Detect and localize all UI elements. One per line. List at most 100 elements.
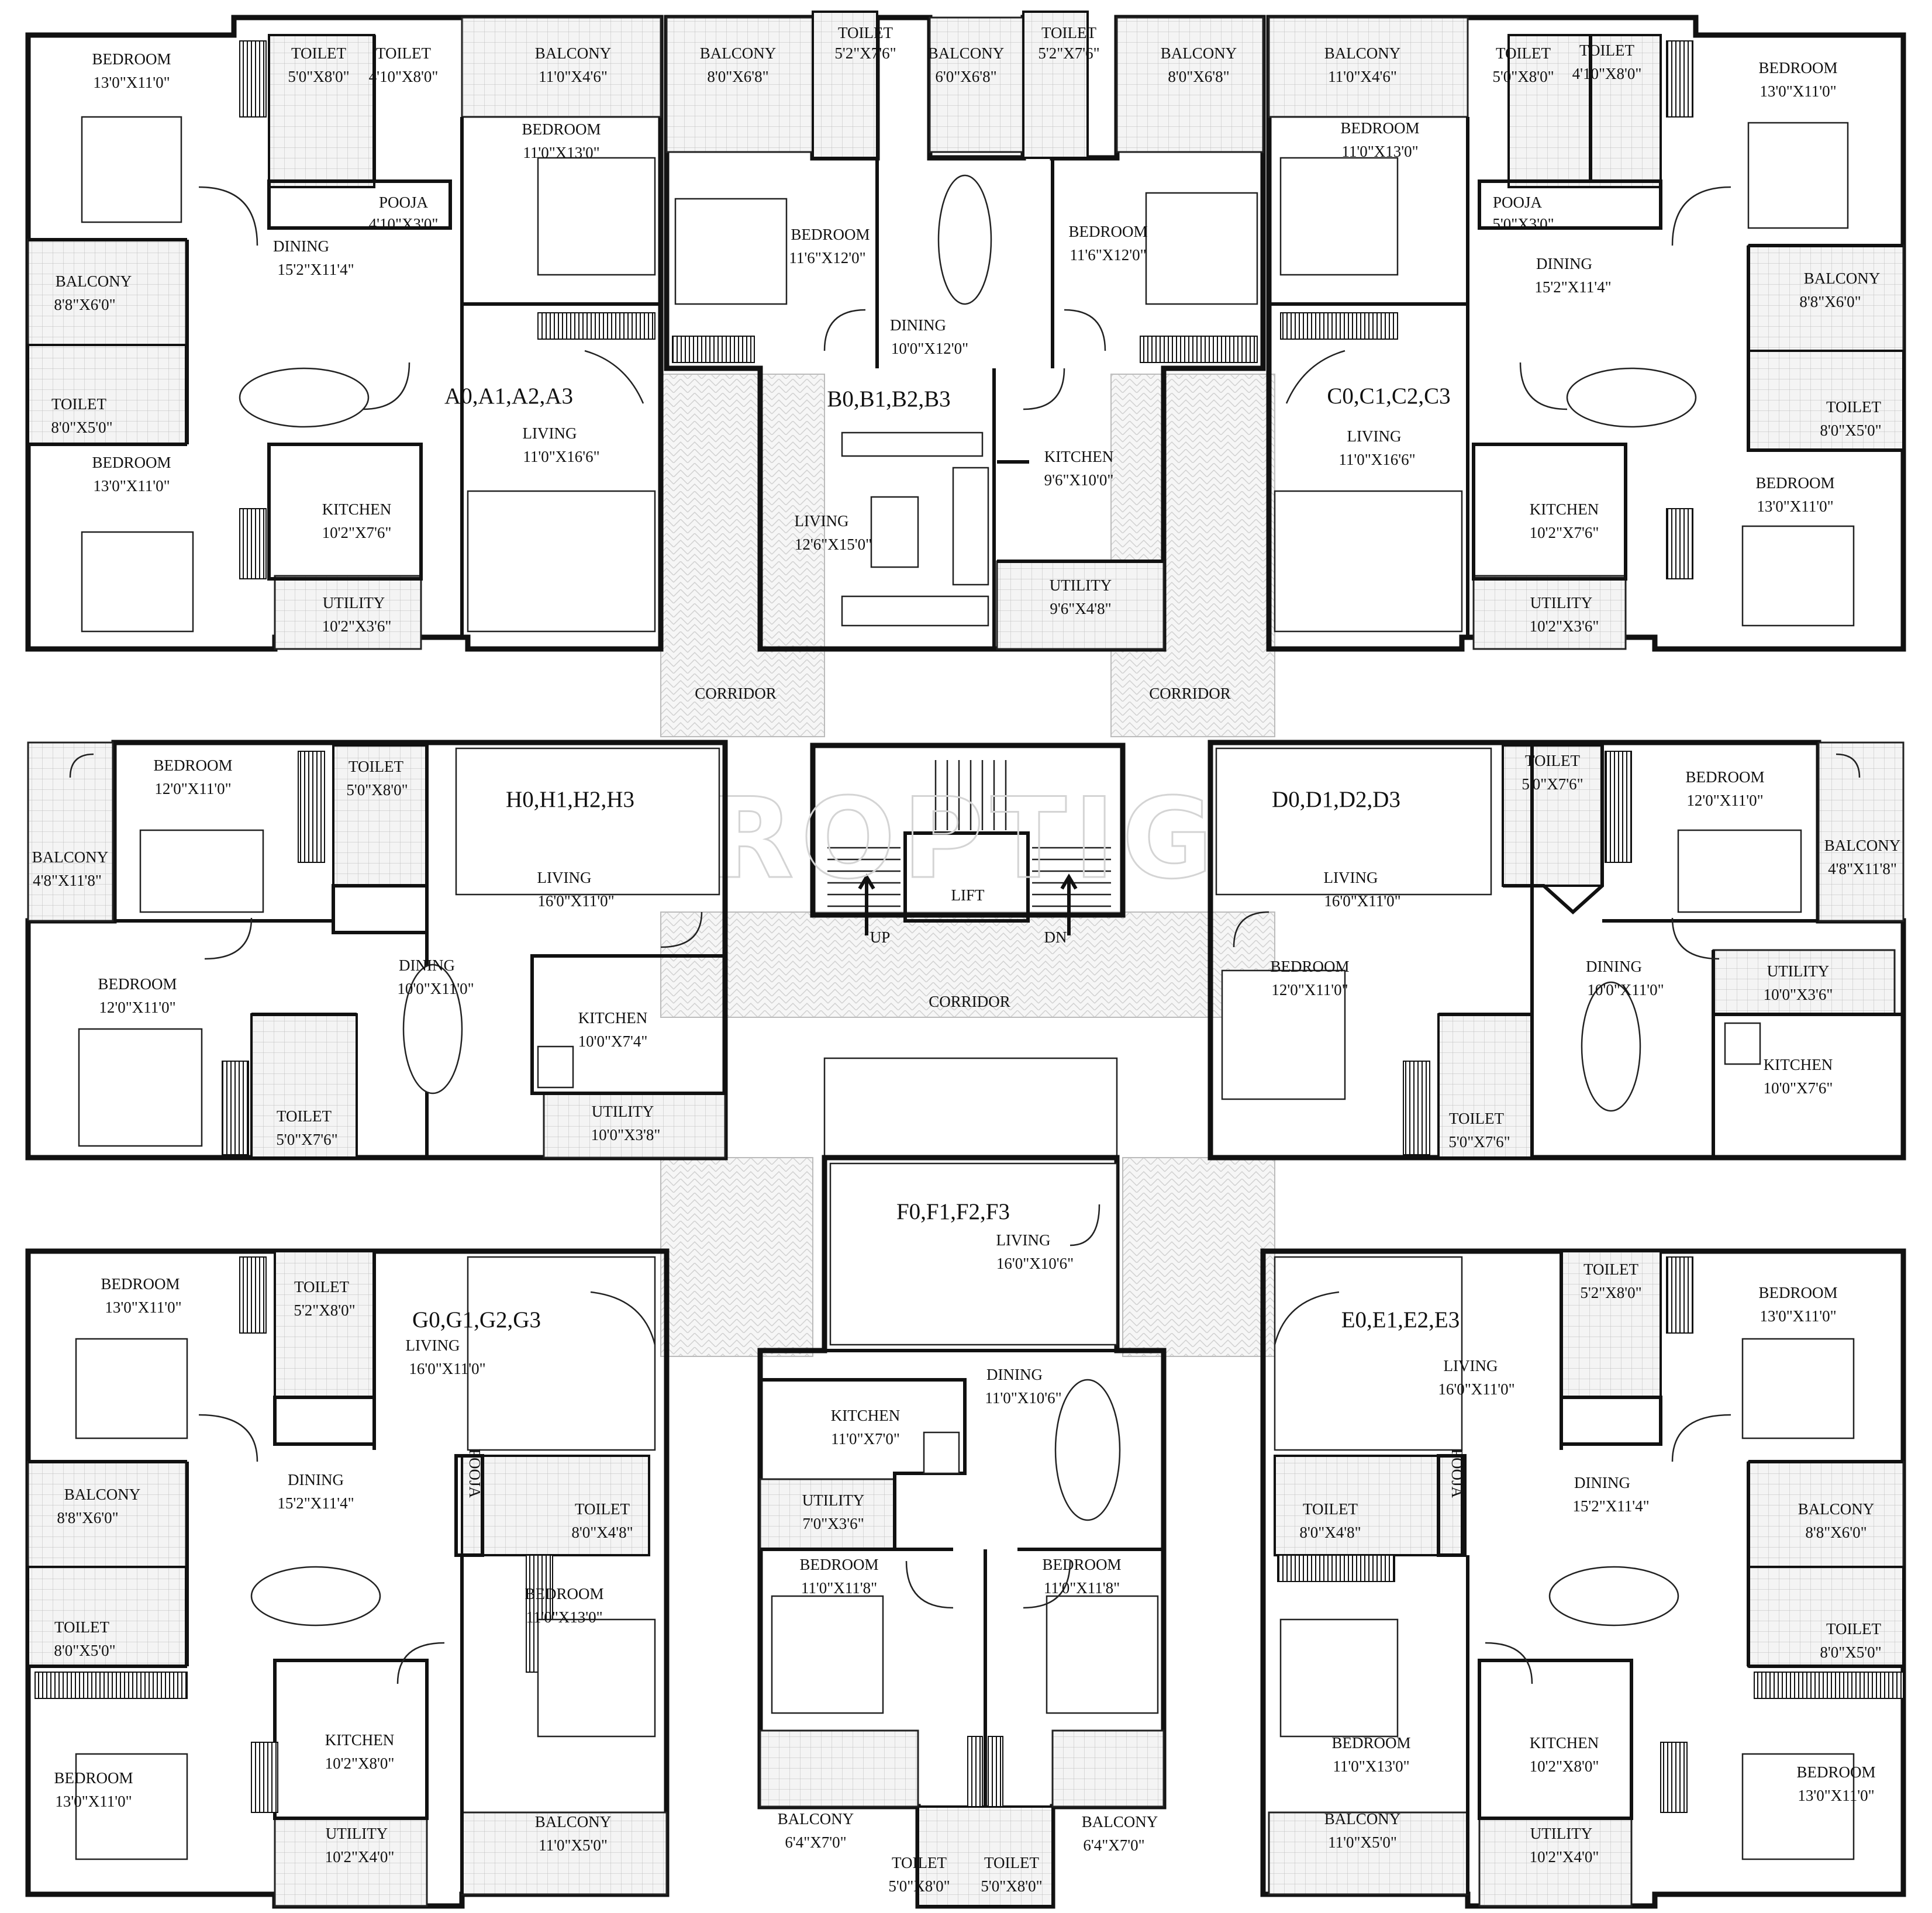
unit-b-room-4-dims: 8'0"X6'8"	[1168, 68, 1229, 85]
unit-d-room-6-dims: 10'0"X3'6"	[1764, 986, 1833, 1003]
corridor-lower-right-floor	[1122, 1157, 1275, 1357]
unit-g-room-0-dims: 13'0"X11'0"	[105, 1299, 181, 1316]
unit-g-room-11-dims: 11'0"X5'0"	[539, 1836, 608, 1854]
unit-d-room-0-name: TOILET	[1525, 752, 1580, 769]
unit-d-room-1-dims: 12'0"X11'0"	[1686, 792, 1763, 809]
unit-d-room-5-name: DINING	[1586, 958, 1642, 975]
unit-d-room-5-dims: 10'0"X11'0"	[1587, 981, 1664, 999]
unit-h-room-8-dims: 10'0"X3'8"	[591, 1126, 661, 1144]
unit-a-room-10-dims: 11'0"X16'6"	[523, 448, 599, 465]
unit-g-room-1-dims: 5'2"X8'0"	[294, 1301, 355, 1319]
unit-a-room-8-name: TOILET	[51, 395, 106, 413]
unit-c-room-5-dims: 5'0"X3'0"	[1492, 215, 1554, 233]
unit-a-room-6-name: DINING	[273, 237, 329, 255]
unit-a-room-9-name: BEDROOM	[92, 454, 171, 471]
unit-f-room-9-name: TOILET	[984, 1854, 1039, 1871]
stair-core	[810, 743, 1126, 918]
unit-h-room-1-dims: 5'0"X8'0"	[346, 781, 408, 799]
unit-e-room-7-name: BEDROOM	[1331, 1734, 1410, 1752]
unit-a-title: A0,A1,A2,A3	[444, 384, 573, 409]
unit-h-room-7-name: TOILET	[277, 1107, 332, 1125]
unit-e-room-11-dims: 10'2"X4'0"	[1530, 1848, 1599, 1866]
unit-d-room-7-name: KITCHEN	[1764, 1056, 1833, 1073]
unit-b-room-5-dims: 11'6"X12'0"	[789, 249, 865, 267]
unit-e-room-8-dims: 10'2"X8'0"	[1530, 1757, 1599, 1775]
unit-c-room-11-dims: 10'2"X7'6"	[1530, 524, 1599, 541]
corridor-right-floor	[1110, 374, 1275, 737]
unit-c: C0,C1,C2,C3 BALCONY 11'0"X4'6" TOILET 5'…	[1266, 15, 1906, 652]
unit-f-room-4-dims: 11'0"X11'8"	[801, 1579, 877, 1597]
unit-c-room-4-name: BEDROOM	[1340, 119, 1419, 137]
unit-c-room-2-dims: 4'10"X8'0"	[1572, 65, 1642, 82]
unit-c-room-11-name: KITCHEN	[1530, 500, 1599, 518]
unit-g-room-5-name: TOILET	[575, 1500, 630, 1518]
unit-e-room-0-dims: 5'2"X8'0"	[1580, 1284, 1641, 1301]
unit-c-room-7-dims: 8'8"X6'0"	[1799, 293, 1861, 310]
corridor-center-label: CORRIDOR	[929, 993, 1010, 1010]
unit-a-room-2-dims: 4'10"X8'0"	[369, 68, 439, 85]
unit-h-room-8-name: UTILITY	[592, 1103, 654, 1120]
unit-f-room-5-dims: 11'0"X11'8"	[1044, 1579, 1120, 1597]
unit-g-room-11-name: BALCONY	[535, 1813, 612, 1831]
unit-d-title: D0,D1,D2,D3	[1272, 787, 1400, 812]
unit-c-room-9-dims: 11'0"X16'6"	[1338, 451, 1415, 468]
unit-h-room-0-name: BEDROOM	[153, 757, 232, 774]
unit-g-pooja-label: POOJA	[466, 1449, 484, 1498]
unit-h-room-6-dims: 10'0"X7'4"	[578, 1033, 648, 1050]
unit-f-room-3-dims: 7'0"X3'6"	[802, 1515, 864, 1532]
unit-h-room-2-name: BALCONY	[32, 848, 109, 866]
unit-b: B0,B1,B2,B3 BALCONY 8'0"X6'8" TOILET 5'2…	[664, 11, 1266, 652]
unit-b-room-1-dims: 5'2"X7'6"	[834, 44, 896, 62]
unit-d-room-8-name: TOILET	[1449, 1110, 1504, 1127]
unit-c-room-8-name: TOILET	[1826, 398, 1881, 416]
unit-d-room-4-name: BEDROOM	[1270, 958, 1349, 975]
unit-a-room-7-dims: 8'8"X6'0"	[54, 296, 115, 313]
unit-b-room-9-name: LIVING	[795, 512, 849, 530]
unit-d-room-2-name: BALCONY	[1824, 837, 1901, 854]
unit-f-room-1-dims: 11'0"X10'6"	[985, 1389, 1061, 1407]
unit-g-room-1-name: TOILET	[294, 1278, 349, 1296]
unit-g-room-3-dims: 15'2"X11'4"	[277, 1494, 354, 1512]
unit-f-room-6-name: BALCONY	[778, 1810, 854, 1828]
unit-d-room-6-name: UTILITY	[1767, 962, 1829, 980]
unit-a-room-12-name: UTILITY	[323, 594, 385, 612]
unit-d-room-4-dims: 12'0"X11'0"	[1271, 981, 1348, 999]
unit-e-room-2-name: LIVING	[1444, 1357, 1498, 1375]
unit-h-room-0-dims: 12'0"X11'0"	[154, 780, 231, 797]
unit-h-room-5-dims: 10'0"X11'0"	[397, 980, 474, 997]
unit-a-room-8-dims: 8'0"X5'0"	[51, 419, 112, 436]
unit-e-title: E0,E1,E2,E3	[1341, 1307, 1460, 1332]
unit-a-room-11-name: KITCHEN	[322, 500, 391, 518]
unit-h-room-3-dims: 16'0"X11'0"	[537, 892, 614, 910]
unit-c-room-6-dims: 15'2"X11'4"	[1534, 278, 1611, 296]
unit-c-title: C0,C1,C2,C3	[1327, 384, 1450, 409]
unit-b-room-5-name: BEDROOM	[791, 226, 870, 243]
unit-f-room-2-dims: 11'0"X7'0"	[831, 1430, 900, 1448]
unit-h-room-4-name: BEDROOM	[98, 975, 177, 993]
unit-c-room-0-dims: 11'0"X4'6"	[1328, 68, 1397, 85]
stair-down-arrow	[1060, 873, 1078, 935]
unit-g-room-9-dims: 13'0"X11'0"	[55, 1793, 132, 1810]
unit-b-room-1-name: TOILET	[838, 24, 893, 42]
unit-g-room-9-name: BEDROOM	[54, 1769, 133, 1787]
unit-a-room-7-name: BALCONY	[56, 272, 132, 290]
corridor-right-label: CORRIDOR	[1149, 685, 1231, 702]
unit-c-room-2-name: TOILET	[1579, 42, 1634, 59]
unit-e-room-8-name: KITCHEN	[1530, 1734, 1599, 1752]
unit-d: D0,D1,D2,D3 TOILET 5'0"X7'6" BEDROOM 12'…	[1208, 740, 1906, 1161]
unit-f-room-7-name: BALCONY	[1082, 1813, 1158, 1831]
stair-up-arrow	[858, 873, 875, 935]
unit-e-room-9-dims: 13'0"X11'0"	[1798, 1787, 1874, 1804]
unit-h-room-2-dims: 4'8"X11'8"	[33, 872, 102, 889]
unit-c-room-1-dims: 5'0"X8'0"	[1492, 68, 1554, 85]
unit-b-room-2-name: BALCONY	[928, 44, 1005, 62]
unit-e-room-1-dims: 13'0"X11'0"	[1760, 1307, 1836, 1325]
unit-g-title: G0,G1,G2,G3	[412, 1307, 541, 1332]
unit-h-title: H0,H1,H2,H3	[506, 787, 634, 812]
unit-g-room-8-dims: 10'2"X8'0"	[325, 1755, 395, 1772]
unit-a-room-4-dims: 11'0"X13'0"	[523, 144, 599, 161]
corridor-left-floor	[660, 374, 825, 737]
unit-e-room-10-dims: 11'0"X5'0"	[1328, 1833, 1397, 1851]
unit-g: G0,G1,G2,G3 BEDROOM 13'0"X11'0" TOILET 5…	[25, 1248, 670, 1909]
unit-a-room-3-dims: 11'0"X4'6"	[539, 68, 608, 85]
